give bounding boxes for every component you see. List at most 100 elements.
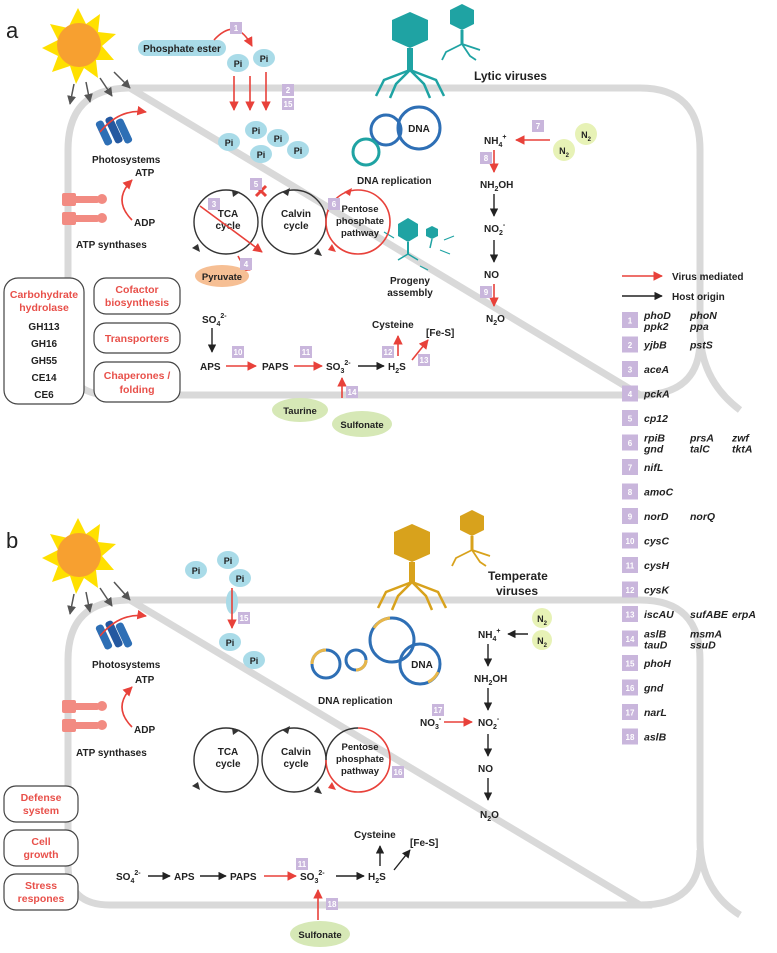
- tca-cycle: [192, 727, 259, 793]
- fes-label: [Fe-S]: [426, 328, 454, 339]
- transporters-label: Transporters: [105, 333, 169, 345]
- legend-badge-num: 16: [626, 684, 635, 693]
- gh55-label: GH55: [31, 356, 58, 367]
- pi-label: Pi: [250, 656, 259, 666]
- legend-gene-name: nifL: [644, 462, 663, 474]
- legend-gene-name: cysC: [644, 536, 670, 548]
- legend-badge-num: 7: [628, 464, 633, 473]
- nh2oh-label: NH2OH: [480, 180, 513, 193]
- atp-arrow: [121, 686, 133, 728]
- legend-badge-num: 4: [628, 390, 633, 399]
- progeny-virus-icon: [383, 218, 455, 271]
- badge-num: 11: [302, 348, 311, 357]
- legend-gene-name: erpA: [732, 609, 756, 621]
- pp-label-1: Pentose: [342, 204, 379, 215]
- legend-badge: [622, 361, 638, 377]
- legend-gene-name: phoH: [643, 658, 671, 670]
- chaperones-label-1: Chaperones /: [104, 370, 171, 382]
- aps-label: APS: [174, 872, 195, 883]
- badge-num: 8: [484, 154, 489, 163]
- gh113-label: GH113: [28, 322, 60, 333]
- lytic-viruses-label: Lytic viruses: [474, 69, 547, 83]
- no3-label: NO3-: [420, 716, 442, 731]
- legend-gene-name: phoD: [643, 310, 671, 322]
- badge-num: 2: [286, 86, 291, 95]
- pentose-phosphate-cycle: [325, 188, 391, 255]
- legend-gene-name: prsA: [689, 433, 714, 445]
- atp-synthases-label: ATP synthases: [76, 748, 147, 759]
- sulfonate-label: Sulfonate: [340, 420, 383, 431]
- panel-a: a Photosystems: [3, 4, 743, 437]
- legend-badge: [622, 410, 638, 426]
- dna-replication-label: DNA replication: [357, 176, 432, 187]
- legend-gene-name: pstS: [689, 340, 713, 352]
- badge-num: 5: [254, 180, 259, 189]
- progeny-label-2: assembly: [387, 288, 433, 299]
- gh16-label: GH16: [31, 339, 58, 350]
- calvin-label-2: cycle: [283, 221, 308, 232]
- legend-badge: [622, 312, 638, 328]
- legend-badge-num: 1: [628, 317, 633, 326]
- badge-num: 14: [348, 388, 357, 397]
- legend-gene-name: ppk2: [643, 321, 669, 333]
- legend-badge: [622, 336, 638, 353]
- legend-badge: [622, 679, 638, 696]
- cofactor-label-1: Cofactor: [115, 284, 158, 296]
- dna-circle-icon: [351, 137, 381, 167]
- legend-gene-name: msmA: [690, 629, 722, 641]
- atp-synthases-label: ATP synthases: [76, 240, 147, 251]
- cofactor-box: [93, 277, 181, 315]
- sunlight-arrows: [67, 71, 131, 105]
- paps-label: PAPS: [230, 872, 257, 883]
- badge-num: 15: [240, 614, 249, 623]
- fes-label: [Fe-S]: [410, 838, 438, 849]
- atp-synthase-icon: [62, 193, 107, 225]
- badge-num: 3: [212, 200, 217, 209]
- pi-label: Pi: [294, 146, 303, 156]
- sun-icon: [42, 518, 116, 594]
- temperate-label-1: Temperate: [488, 569, 548, 583]
- paps-label: PAPS: [262, 362, 289, 373]
- so3-label: SO32-: [300, 870, 325, 885]
- legend-badge: [622, 655, 638, 671]
- calvin-label-1: Calvin: [281, 209, 311, 220]
- dna-circles-b: [310, 616, 442, 686]
- legend-badge: [622, 581, 638, 598]
- atp-arrow: [121, 179, 133, 221]
- n2-label: N2: [559, 146, 570, 159]
- legend-badge-num: 13: [626, 611, 635, 620]
- n2-blob: [575, 123, 597, 145]
- legend-virus-label: Virus mediated: [672, 272, 744, 283]
- pi-label: Pi: [224, 556, 233, 566]
- legend-gene-name: sufABE: [690, 609, 729, 621]
- pi-label: Pi: [192, 566, 201, 576]
- legend-gene-name: cysH: [644, 560, 670, 572]
- cysteine-label: Cysteine: [354, 830, 396, 841]
- badge-num: 13: [420, 356, 429, 365]
- photosystems-icon: [95, 105, 147, 146]
- ce6-label: CE6: [34, 390, 54, 401]
- dna-circle-icon: [369, 113, 403, 147]
- photosystems-icon: [95, 609, 147, 650]
- legend-gene-name: narL: [644, 707, 667, 719]
- pp-label-2: phosphate: [336, 216, 384, 227]
- nh2oh-label: NH2OH: [474, 674, 507, 687]
- temperate-virus-icon: [376, 524, 448, 611]
- n2-blob: [532, 630, 552, 650]
- pi-label: Pi: [274, 134, 283, 144]
- h2s-label: H2S: [368, 872, 386, 885]
- legend-gene-name: amoC: [644, 487, 674, 499]
- pyruvate-label: Pyruvate: [202, 272, 242, 283]
- legend-badge-num: 2: [628, 341, 633, 350]
- panel-b-letter: b: [6, 528, 18, 553]
- legend-gene-name: tauD: [644, 640, 668, 652]
- dna-circle-icon: [396, 105, 442, 151]
- sulfonate-label: Sulfonate: [298, 930, 341, 941]
- n2-label: N2: [581, 130, 592, 143]
- legend-badge: [622, 606, 638, 622]
- sunlight-arrows: [67, 581, 131, 615]
- legend-gene-name: aslB: [644, 732, 667, 744]
- pi-label: Pi: [257, 150, 266, 160]
